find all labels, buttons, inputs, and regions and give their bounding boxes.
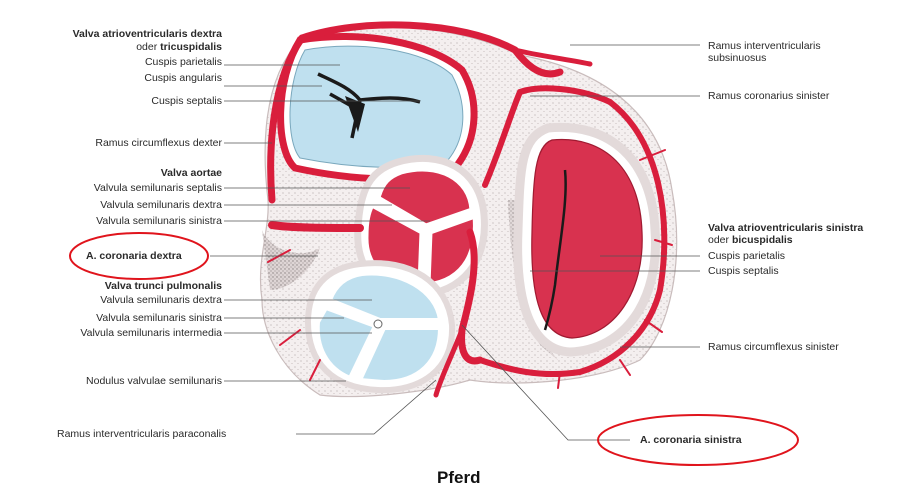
label-a-coronaria-sinistra: A. coronaria sinistra: [640, 434, 742, 446]
label-tricuspid-oder: oder tricuspidalis: [136, 41, 222, 53]
label-tricuspid-oder-text: oder: [136, 41, 160, 53]
label-a-coronaria-dextra: A. coronaria dextra: [86, 250, 182, 262]
label-valvula-dextra-pulm: Valvula semilunaris dextra: [100, 294, 222, 306]
label-valva-aortae: Valva aortae: [161, 167, 222, 179]
label-valvula-sinistra-pulm: Valvula semilunaris sinistra: [96, 312, 222, 324]
label-tricuspid-name: tricuspidalis: [160, 41, 222, 53]
label-bicuspid-name: bicuspidalis: [732, 234, 793, 246]
figure-caption: Pferd: [437, 468, 480, 488]
label-cuspis-parietalis-left: Cuspis parietalis: [145, 56, 222, 68]
label-cuspis-angularis: Cuspis angularis: [144, 72, 222, 84]
a-coronaria-dextra-vessel: [272, 225, 360, 228]
label-ramus-subsinuosus-2: subsinuosus: [708, 52, 766, 64]
label-valvula-sinistra-aortae: Valvula semilunaris sinistra: [96, 215, 222, 227]
nodulus-mark: [374, 320, 382, 328]
label-ramus-subsinuosus-1: Ramus interventricularis: [708, 40, 821, 52]
label-cuspis-septalis-right: Cuspis septalis: [708, 265, 779, 277]
label-ramus-circumflexus-dexter: Ramus circumflexus dexter: [95, 137, 222, 149]
label-bicuspid-oder: oder bicuspidalis: [708, 234, 793, 246]
label-tricuspid-title: Valva atrioventricularis dextra: [73, 28, 222, 40]
label-valva-trunci-pulmonalis: Valva trunci pulmonalis: [105, 280, 222, 292]
label-valvula-septalis: Valvula semilunaris septalis: [94, 182, 222, 194]
label-bicuspid-oder-text: oder: [708, 234, 732, 246]
label-valvula-intermedia: Valvula semilunaris intermedia: [80, 327, 222, 339]
label-ramus-coronarius-sinister: Ramus coronarius sinister: [708, 90, 829, 102]
label-ramus-circumflexus-sinister: Ramus circumflexus sinister: [708, 341, 839, 353]
label-valvula-dextra-aortae: Valvula semilunaris dextra: [100, 199, 222, 211]
label-nodulus: Nodulus valvulae semilunaris: [86, 375, 222, 387]
label-bicuspid-title: Valva atrioventricularis sinistra: [708, 222, 863, 234]
tricuspid-leaflets: [290, 46, 463, 167]
label-cuspis-parietalis-right: Cuspis parietalis: [708, 250, 785, 262]
label-cuspis-septalis-left: Cuspis septalis: [151, 95, 222, 107]
label-ramus-paraconalis: Ramus interventricularis paraconalis: [57, 428, 226, 440]
